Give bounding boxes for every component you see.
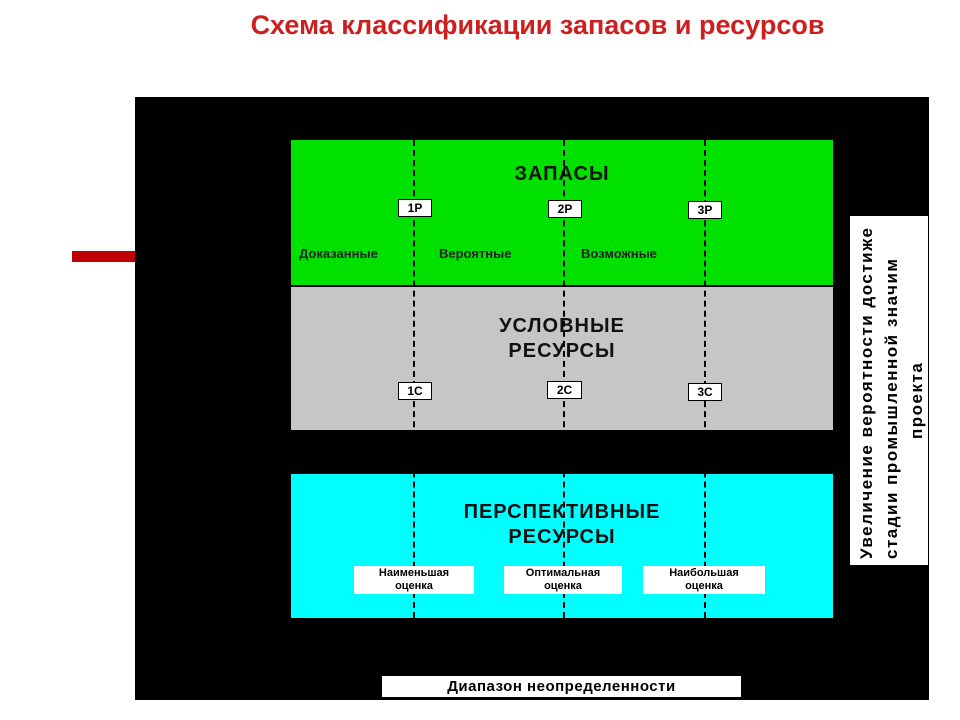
tag-1c: 1C [398, 382, 432, 400]
side-note-box: Увеличение вероятности достиже стадии пр… [850, 216, 928, 565]
reserves-title: ЗАПАСЫ [514, 163, 610, 185]
divider-line-3 [704, 140, 706, 618]
conditional-title-line1: УСЛОВНЫЕ [499, 315, 625, 337]
tag-2c: 2C [547, 381, 582, 399]
prospective-title-line1: ПЕРСПЕКТИВНЫЕ [463, 501, 661, 523]
side-note-text: Увеличение вероятности достиже стадии пр… [850, 216, 928, 565]
estimate-best-line2: оценка [544, 580, 582, 592]
conditional-title-line2: РЕСУРСЫ [508, 340, 616, 362]
estimate-high-line2: оценка [685, 580, 723, 592]
tag-3p: 3P [688, 201, 722, 219]
accent-bar [72, 251, 142, 262]
side-note-line2: стадии промышленной значим [882, 257, 901, 560]
uncertainty-range-label: Диапазон неопределенности [382, 676, 741, 697]
divider-line-1 [413, 140, 415, 618]
prospective-resources-band: ПЕРСПЕКТИВНЫЕ РЕСУРСЫ [291, 474, 833, 618]
tag-3c: 3C [688, 383, 722, 401]
estimate-low: Наименьшая оценка [354, 566, 474, 594]
estimate-high: Наибольшая оценка [643, 566, 765, 594]
estimate-best: Оптимальная оценка [504, 566, 622, 594]
tag-1p: 1P [398, 199, 432, 217]
tag-2p: 2P [548, 200, 582, 218]
estimate-low-line1: Наименьшая [378, 567, 450, 579]
label-probable: Вероятные [439, 246, 512, 261]
prospective-title-line2: РЕСУРСЫ [508, 526, 616, 548]
side-note-line1: Увеличение вероятности достиже [857, 226, 876, 559]
estimate-best-line1: Оптимальная [525, 567, 601, 579]
side-note-line3: проекта [907, 361, 926, 439]
page-title: Схема классификации запасов и ресурсов [250, 10, 825, 40]
label-proved: Доказанные [299, 246, 378, 261]
conditional-resources-band: УСЛОВНЫЕ РЕСУРСЫ [291, 287, 833, 430]
label-possible: Возможные [581, 246, 657, 261]
estimate-low-line2: оценка [395, 580, 433, 592]
estimate-high-line1: Наибольшая [669, 567, 739, 579]
divider-line-2 [563, 140, 565, 618]
